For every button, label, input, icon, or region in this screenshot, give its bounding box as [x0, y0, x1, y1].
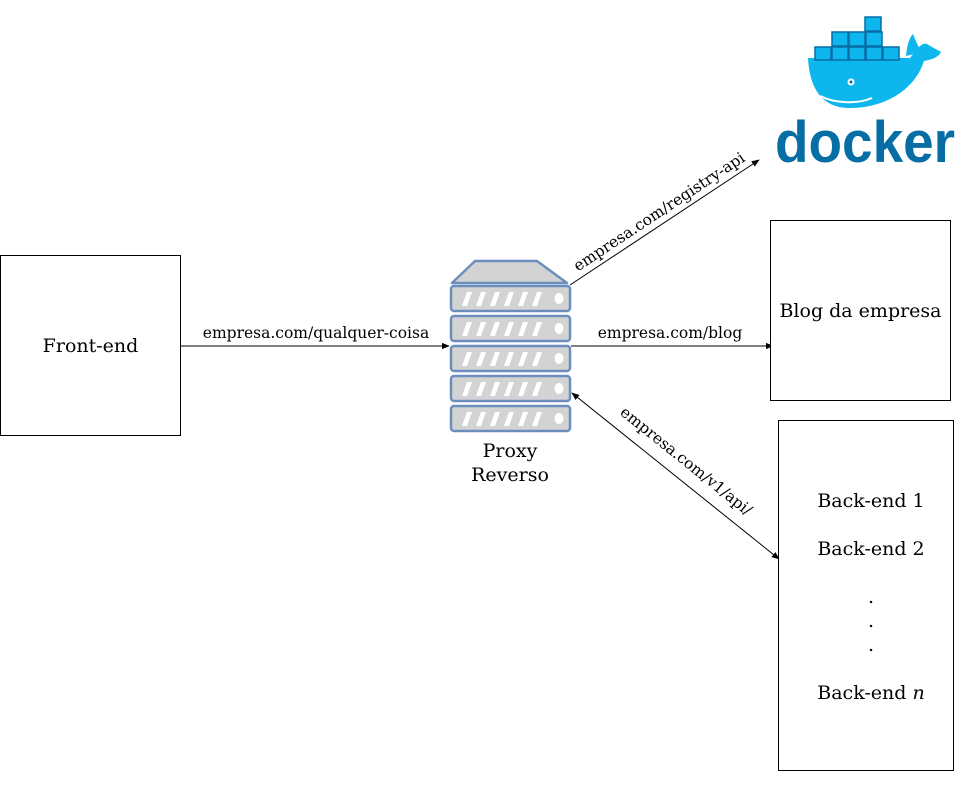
frontend-label: Front-end	[43, 335, 139, 357]
docker-whale-icon	[808, 16, 941, 108]
edge-label-v1-api: empresa.com/v1/api/	[617, 403, 757, 520]
backend-2-label: Back-end 2	[817, 538, 924, 560]
blog-node: Blog da empresa	[770, 220, 951, 401]
ellipsis-dot-3: .	[868, 634, 874, 656]
server-unit	[449, 374, 572, 403]
server-unit	[449, 314, 572, 343]
docker-wordmark: docker	[775, 110, 955, 175]
server-unit	[449, 344, 572, 373]
backends-node: Back-end 1 Back-end 2 . . . Back-end n	[778, 420, 954, 771]
edge-label-blog: empresa.com/blog	[598, 324, 743, 342]
backend-n-prefix: Back-end	[817, 682, 912, 704]
edge-proxy-blog: empresa.com/blog	[571, 324, 774, 350]
proxy-label-line1: Proxy	[483, 440, 538, 462]
ellipsis-dot-1: .	[868, 586, 874, 608]
ellipsis-dot-2: .	[868, 610, 874, 632]
backend-n-label: Back-end n	[817, 682, 924, 704]
backend-1-label: Back-end 1	[817, 490, 924, 512]
frontend-node: Front-end	[0, 255, 181, 436]
server-unit	[449, 284, 572, 313]
edge-label-registry-api: empresa.com/registry-api	[570, 149, 748, 275]
edge-proxy-docker: empresa.com/registry-api	[569, 149, 760, 286]
edge-label-qualquer-coisa: empresa.com/qualquer-coisa	[203, 324, 429, 342]
server-unit	[449, 404, 572, 433]
proxy-label-line2: Reverso	[471, 464, 549, 486]
backend-n-variable: n	[912, 682, 924, 704]
blog-label: Blog da empresa	[779, 300, 941, 322]
edge-frontend-proxy: empresa.com/qualquer-coisa	[180, 324, 450, 350]
server-icon	[449, 259, 572, 433]
docker-logo: docker	[775, 16, 955, 175]
edge-proxy-backends: empresa.com/v1/api/	[571, 392, 780, 560]
